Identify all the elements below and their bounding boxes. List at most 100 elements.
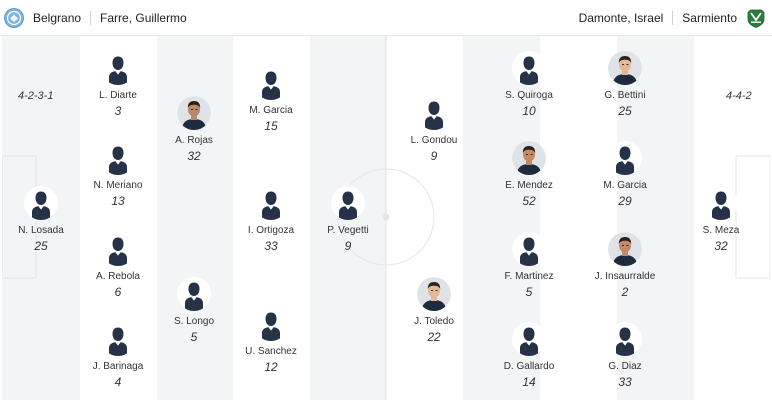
home-formation: 4-2-3-1 bbox=[18, 90, 54, 102]
player-avatar-icon[interactable] bbox=[101, 232, 135, 266]
player-card[interactable]: P. Vegetti 9 bbox=[303, 186, 393, 253]
player-number: 6 bbox=[114, 285, 122, 299]
player-number: 15 bbox=[264, 119, 278, 133]
player-avatar-icon[interactable] bbox=[24, 186, 58, 220]
player-name[interactable]: M. Garcia bbox=[249, 105, 293, 116]
player-card[interactable]: S. Meza 32 bbox=[676, 186, 766, 253]
player-avatar-icon[interactable] bbox=[101, 322, 135, 356]
player-card[interactable]: N. Meriano 13 bbox=[73, 141, 163, 208]
header-divider bbox=[90, 11, 92, 25]
player-name[interactable]: G. Bettini bbox=[604, 90, 646, 101]
player-avatar-icon[interactable] bbox=[512, 51, 546, 85]
football-pitch: 4-2-3-1 4-4-2 bbox=[2, 36, 770, 400]
player-name[interactable]: E. Mendez bbox=[505, 180, 553, 191]
player-name[interactable]: U. Sanchez bbox=[245, 346, 297, 357]
player-number: 33 bbox=[264, 239, 278, 253]
player-number: 13 bbox=[111, 194, 125, 208]
player-card[interactable]: A. Rebola 6 bbox=[73, 232, 163, 299]
player-avatar-icon[interactable] bbox=[254, 66, 288, 100]
player-card[interactable]: A. Rojas 32 bbox=[149, 96, 239, 163]
player-name[interactable]: J. Barinaga bbox=[92, 361, 144, 372]
header-divider bbox=[672, 11, 674, 25]
player-photo-icon[interactable] bbox=[417, 277, 451, 311]
player-name[interactable]: F. Martinez bbox=[504, 271, 554, 282]
player-avatar-icon[interactable] bbox=[512, 322, 546, 356]
belgrano-crest-icon[interactable] bbox=[4, 8, 24, 28]
away-penalty-box bbox=[735, 155, 770, 279]
player-number: 9 bbox=[344, 239, 352, 253]
player-name[interactable]: J. Toledo bbox=[414, 316, 454, 327]
player-photo-icon[interactable] bbox=[608, 232, 642, 266]
player-card[interactable]: U. Sanchez 12 bbox=[226, 307, 316, 374]
player-name[interactable]: D. Gallardo bbox=[503, 361, 555, 372]
home-coach-name[interactable]: Farre, Guillermo bbox=[100, 11, 187, 25]
player-avatar-icon[interactable] bbox=[331, 186, 365, 220]
player-number: 4 bbox=[114, 375, 122, 389]
player-number: 10 bbox=[522, 104, 536, 118]
player-card[interactable]: G. Bettini 25 bbox=[580, 51, 670, 118]
player-avatar-icon[interactable] bbox=[177, 277, 211, 311]
player-card[interactable]: M. Garcia 15 bbox=[226, 66, 316, 133]
player-name[interactable]: A. Rojas bbox=[175, 135, 213, 146]
player-card[interactable]: J. Insaurralde 2 bbox=[580, 232, 670, 299]
player-name[interactable]: S. Longo bbox=[173, 316, 215, 327]
match-lineup-header: Belgrano Farre, Guillermo Damonte, Israe… bbox=[0, 0, 772, 36]
player-name[interactable]: L. Diarte bbox=[99, 90, 137, 101]
player-number: 25 bbox=[618, 104, 632, 118]
player-card[interactable]: J. Toledo 22 bbox=[389, 277, 479, 344]
player-photo-icon[interactable] bbox=[512, 141, 546, 175]
player-avatar-icon[interactable] bbox=[417, 96, 451, 130]
player-avatar-icon[interactable] bbox=[512, 232, 546, 266]
player-card[interactable]: I. Ortigoza 33 bbox=[226, 186, 316, 253]
player-number: 29 bbox=[618, 194, 632, 208]
pitch-stripe bbox=[387, 36, 463, 400]
player-name[interactable]: A. Rebola bbox=[96, 271, 140, 282]
home-team-info: Belgrano Farre, Guillermo bbox=[0, 0, 187, 36]
player-name[interactable]: L. Gondou bbox=[410, 135, 458, 146]
player-avatar-icon[interactable] bbox=[101, 141, 135, 175]
away-coach-name[interactable]: Damonte, Israel bbox=[578, 11, 664, 25]
player-avatar-icon[interactable] bbox=[254, 307, 288, 341]
away-team-name[interactable]: Sarmiento bbox=[682, 11, 737, 25]
player-name[interactable]: P. Vegetti bbox=[327, 225, 369, 236]
player-name[interactable]: S. Quiroga bbox=[505, 90, 553, 101]
pitch-stripe bbox=[540, 36, 617, 400]
player-name[interactable]: J. Insaurralde bbox=[594, 271, 656, 282]
player-card[interactable]: M. Garcia 29 bbox=[580, 141, 670, 208]
player-avatar-icon[interactable] bbox=[608, 141, 642, 175]
player-card[interactable]: J. Barinaga 4 bbox=[73, 322, 163, 389]
pitch-stripe bbox=[694, 36, 770, 400]
player-avatar-icon[interactable] bbox=[704, 186, 738, 220]
player-name[interactable]: I. Ortigoza bbox=[247, 225, 295, 236]
sarmiento-crest-icon[interactable] bbox=[746, 8, 766, 28]
player-avatar-icon[interactable] bbox=[254, 186, 288, 220]
player-avatar-icon[interactable] bbox=[101, 51, 135, 85]
player-avatar-icon[interactable] bbox=[608, 322, 642, 356]
player-name[interactable]: M. Garcia bbox=[603, 180, 647, 191]
player-number: 2 bbox=[621, 285, 629, 299]
player-number: 5 bbox=[190, 330, 198, 344]
player-name[interactable]: N. Meriano bbox=[93, 180, 143, 191]
player-card[interactable]: L. Gondou 9 bbox=[389, 96, 479, 163]
player-number: 32 bbox=[714, 239, 728, 253]
player-card[interactable]: S. Quiroga 10 bbox=[484, 51, 574, 118]
player-name[interactable]: G. Diaz bbox=[608, 361, 642, 372]
player-number: 12 bbox=[264, 360, 278, 374]
player-number: 32 bbox=[187, 149, 201, 163]
player-name[interactable]: S. Meza bbox=[702, 225, 740, 236]
player-number: 22 bbox=[427, 330, 441, 344]
center-spot bbox=[382, 213, 390, 221]
player-photo-icon[interactable] bbox=[177, 96, 211, 130]
player-number: 9 bbox=[430, 149, 438, 163]
pitch-markings bbox=[2, 36, 770, 400]
home-team-name[interactable]: Belgrano bbox=[33, 11, 82, 25]
player-card[interactable]: S. Longo 5 bbox=[149, 277, 239, 344]
player-photo-icon[interactable] bbox=[608, 51, 642, 85]
player-name[interactable]: N. Losada bbox=[18, 225, 64, 236]
